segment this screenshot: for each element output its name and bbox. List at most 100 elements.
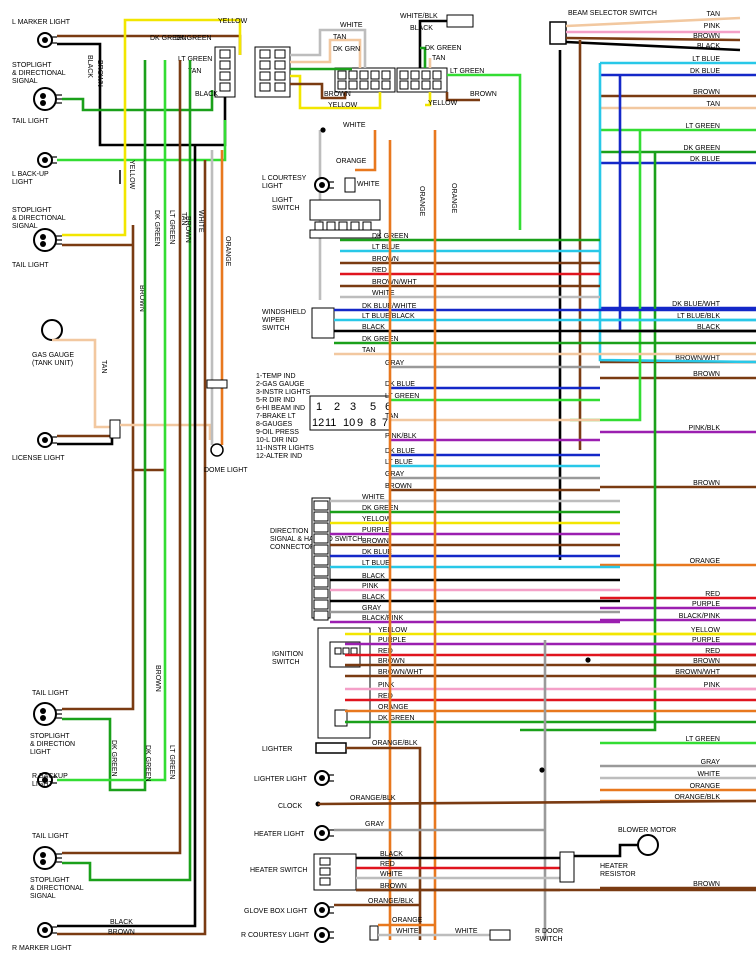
right-edge-label: GRAY	[701, 759, 721, 766]
connector-pin	[359, 70, 369, 80]
right-edge-label: PURPLE	[692, 637, 720, 644]
connector-pin-number: 12	[312, 417, 324, 429]
connector-pin	[219, 60, 231, 70]
clock-label: CLOCK	[278, 803, 302, 810]
connector-pin	[259, 82, 271, 92]
gas-gauge-label: GAS GAUGE	[32, 352, 74, 359]
tan-label: TAN	[188, 68, 201, 75]
right-edge-label: ORANGE	[690, 558, 721, 565]
right-edge-label: BROWN/WHT	[675, 669, 720, 676]
connector-pin-number: 2	[334, 401, 340, 413]
connector-pin	[370, 80, 380, 90]
license-black	[57, 436, 114, 446]
vertical-black-label: BLACK	[86, 55, 93, 78]
tail-light-bottom-label: TAIL LIGHT	[32, 690, 69, 697]
connector-pin	[432, 70, 442, 80]
instrument-legend: 8-GAUGES	[256, 421, 293, 428]
vertical-brown-label: BROWN	[96, 60, 103, 87]
wiper-switch-label: WINDSHIELD	[262, 309, 306, 316]
right-edge-label: RED	[705, 591, 720, 598]
instrument-legend: 9-OIL PRESS	[256, 429, 299, 436]
direction-pin	[313, 555, 329, 566]
connector-pin-number: 5	[370, 401, 376, 413]
connector-pin	[421, 70, 431, 80]
instrument-wire-label: DK BLUE	[385, 381, 415, 388]
instrument-legend: 10-L DIR IND	[256, 437, 298, 444]
r-marker-brown	[57, 160, 207, 936]
lt-green-label: LT GREEN	[450, 68, 484, 75]
connector-pin-number: 6	[385, 401, 391, 413]
lighter-light-label: LIGHTER LIGHT	[254, 776, 308, 783]
connector-pin	[421, 80, 431, 90]
r-courtesy-light-icon-bulb	[319, 932, 325, 938]
white-blk-label: WHITE/BLK	[400, 13, 438, 20]
black-label: BLACK	[410, 25, 433, 32]
right-edge-label: TAN	[707, 11, 720, 18]
stoplight-direction-light-label: & DIRECTION	[30, 741, 75, 748]
stoplight-2-label: STOPLIGHT	[12, 207, 52, 214]
black-label: BLACK	[195, 91, 218, 98]
connector-pin-number: 11	[325, 417, 336, 429]
connector-pin	[274, 82, 286, 92]
heater-switch-wire-label: BLACK	[380, 851, 403, 858]
instrument-legend: 11-INSTR LIGHTS	[256, 445, 314, 452]
blower-motor-icon	[637, 834, 659, 856]
vertical-dk-green-label: DK GREEN	[144, 745, 151, 782]
l-backup-light-label: L BACK-UP	[12, 171, 49, 178]
vertical-brown-label: BROWN	[184, 216, 191, 243]
top-yellow-right	[425, 92, 432, 107]
dk-grn-label: DK GRN	[333, 46, 360, 53]
stoplight-top-label: & DIRECTIONAL	[12, 70, 66, 77]
connector-pin	[410, 80, 420, 90]
right-edge-label: DK BLUE	[690, 156, 720, 163]
right-dkgreen-run	[520, 152, 657, 732]
brown-label: BROWN	[470, 91, 497, 98]
stoplight-2-icon-bulb	[40, 234, 46, 240]
instrument-wire-label: TAN	[385, 413, 398, 420]
ignition-wire-label: PINK	[378, 682, 395, 689]
connector-pin	[274, 49, 286, 59]
gas-gauge-icon	[41, 319, 63, 341]
direction-pin	[313, 566, 329, 577]
instrument-legend: 2-GAS GAUGE	[256, 381, 305, 388]
connector-pin	[381, 70, 391, 80]
direction-wire-label: YELLOW	[362, 516, 392, 523]
backup-ltgreen	[57, 120, 227, 162]
stoplight-2-icon	[33, 228, 57, 252]
right-edge-label: BROWN	[693, 480, 720, 487]
beam-black	[565, 40, 741, 52]
lower-wire-label: ORANGE/BLK	[368, 898, 414, 905]
dk-green-label: DK GREEN	[425, 45, 462, 52]
right-edge-label: TAN	[707, 101, 720, 108]
connector-pin	[348, 80, 358, 90]
instrument-legend: 7-BRAKE LT	[256, 413, 296, 420]
instrument-legend: 6-HI BEAM IND	[256, 405, 305, 412]
light-switch-pin	[362, 221, 372, 231]
orange-label: ORANGE	[336, 158, 367, 165]
tan-label: TAN	[333, 34, 346, 41]
right-edge-label: WHITE	[697, 771, 720, 778]
license-connector	[109, 419, 121, 439]
top-white	[290, 28, 367, 68]
instrument-legend: 1-TEMP IND	[256, 373, 296, 380]
stoplight-2-icon-bulb	[40, 241, 46, 247]
connector-pin	[259, 60, 271, 70]
instrument-wire-label: DK BLUE	[385, 448, 415, 455]
white-blk-connector	[446, 14, 474, 28]
tail-light-top-label: TAIL LIGHT	[12, 118, 49, 125]
wiper-switch-label: SWITCH	[262, 325, 290, 332]
instrument-wire-label: LT BLUE	[385, 459, 413, 466]
heater-light-label: HEATER LIGHT	[254, 831, 305, 838]
stoplight2-yellow	[62, 18, 242, 237]
heater-switch-label: HEATER SWITCH	[250, 867, 307, 874]
right-edge-label: BROWN	[693, 33, 720, 40]
right-edge-label: RED	[705, 648, 720, 655]
lower-wire-label: ORANGE/BLK	[372, 740, 418, 747]
beam-brown	[565, 36, 741, 42]
l-backup-light-icon-bulb	[42, 157, 48, 163]
direction-pin	[313, 544, 329, 555]
light-switch-pin	[338, 221, 348, 231]
stoplight-2-label: & DIRECTIONAL	[12, 215, 66, 222]
direction-wire-label: PINK	[362, 583, 379, 590]
right-edge-label: PINK	[704, 23, 721, 30]
